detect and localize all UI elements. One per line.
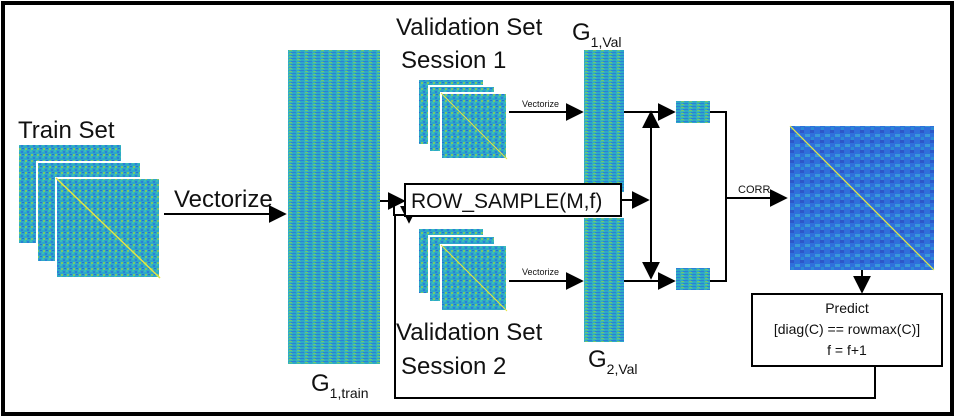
vectorize-small-1-label: Vectorize bbox=[522, 99, 559, 109]
vectorize-main-label: Vectorize bbox=[174, 186, 273, 213]
predict-box bbox=[751, 293, 943, 367]
predict-line2: f = f+1 bbox=[827, 342, 867, 358]
vectorize-small-2-label: Vectorize bbox=[522, 267, 559, 277]
corr-bracket bbox=[710, 111, 727, 282]
feedback-loop-line bbox=[394, 216, 876, 399]
validation-2-label: Validation Set Session 2 bbox=[396, 319, 549, 380]
sample1-vector bbox=[676, 101, 710, 123]
session2-matrix-stack bbox=[417, 227, 508, 312]
g-train-vector bbox=[288, 50, 380, 364]
validation-1-line1: Validation Set bbox=[396, 14, 543, 41]
validation-1-label: Validation Set Session 1 bbox=[396, 14, 549, 74]
s1-matrix-diagonal bbox=[440, 92, 508, 160]
s2-matrix-diagonal bbox=[440, 244, 508, 312]
g2-val-vector bbox=[584, 218, 624, 342]
train-matrix-diagonal bbox=[55, 177, 161, 279]
validation-2-line2: Session 2 bbox=[401, 353, 506, 380]
session1-matrix-stack bbox=[417, 78, 508, 160]
validation-1-line2: Session 1 bbox=[401, 47, 506, 74]
correlation-matrix-diagonal bbox=[789, 125, 935, 271]
predict-line1: [diag(C) == rowmax(C)] bbox=[774, 321, 920, 337]
train-set-matrix-stack bbox=[17, 143, 161, 279]
corr-label: CORR bbox=[738, 184, 770, 196]
sample2-vector bbox=[676, 268, 710, 290]
g1-val-label: G1,Val bbox=[572, 19, 622, 50]
train-set-label: Train Set bbox=[18, 117, 115, 144]
validation-2-line1: Validation Set bbox=[396, 319, 543, 346]
g-train-label: G1,train bbox=[311, 370, 369, 401]
row-sample-box bbox=[404, 183, 622, 217]
g2-val-label: G2,Val bbox=[588, 346, 638, 377]
train-to-session2-line bbox=[393, 201, 418, 224]
predict-title: Predict bbox=[825, 300, 869, 316]
row-sample-label: ROW_SAMPLE(M,f) bbox=[411, 190, 602, 213]
g1-val-vector bbox=[584, 50, 624, 192]
